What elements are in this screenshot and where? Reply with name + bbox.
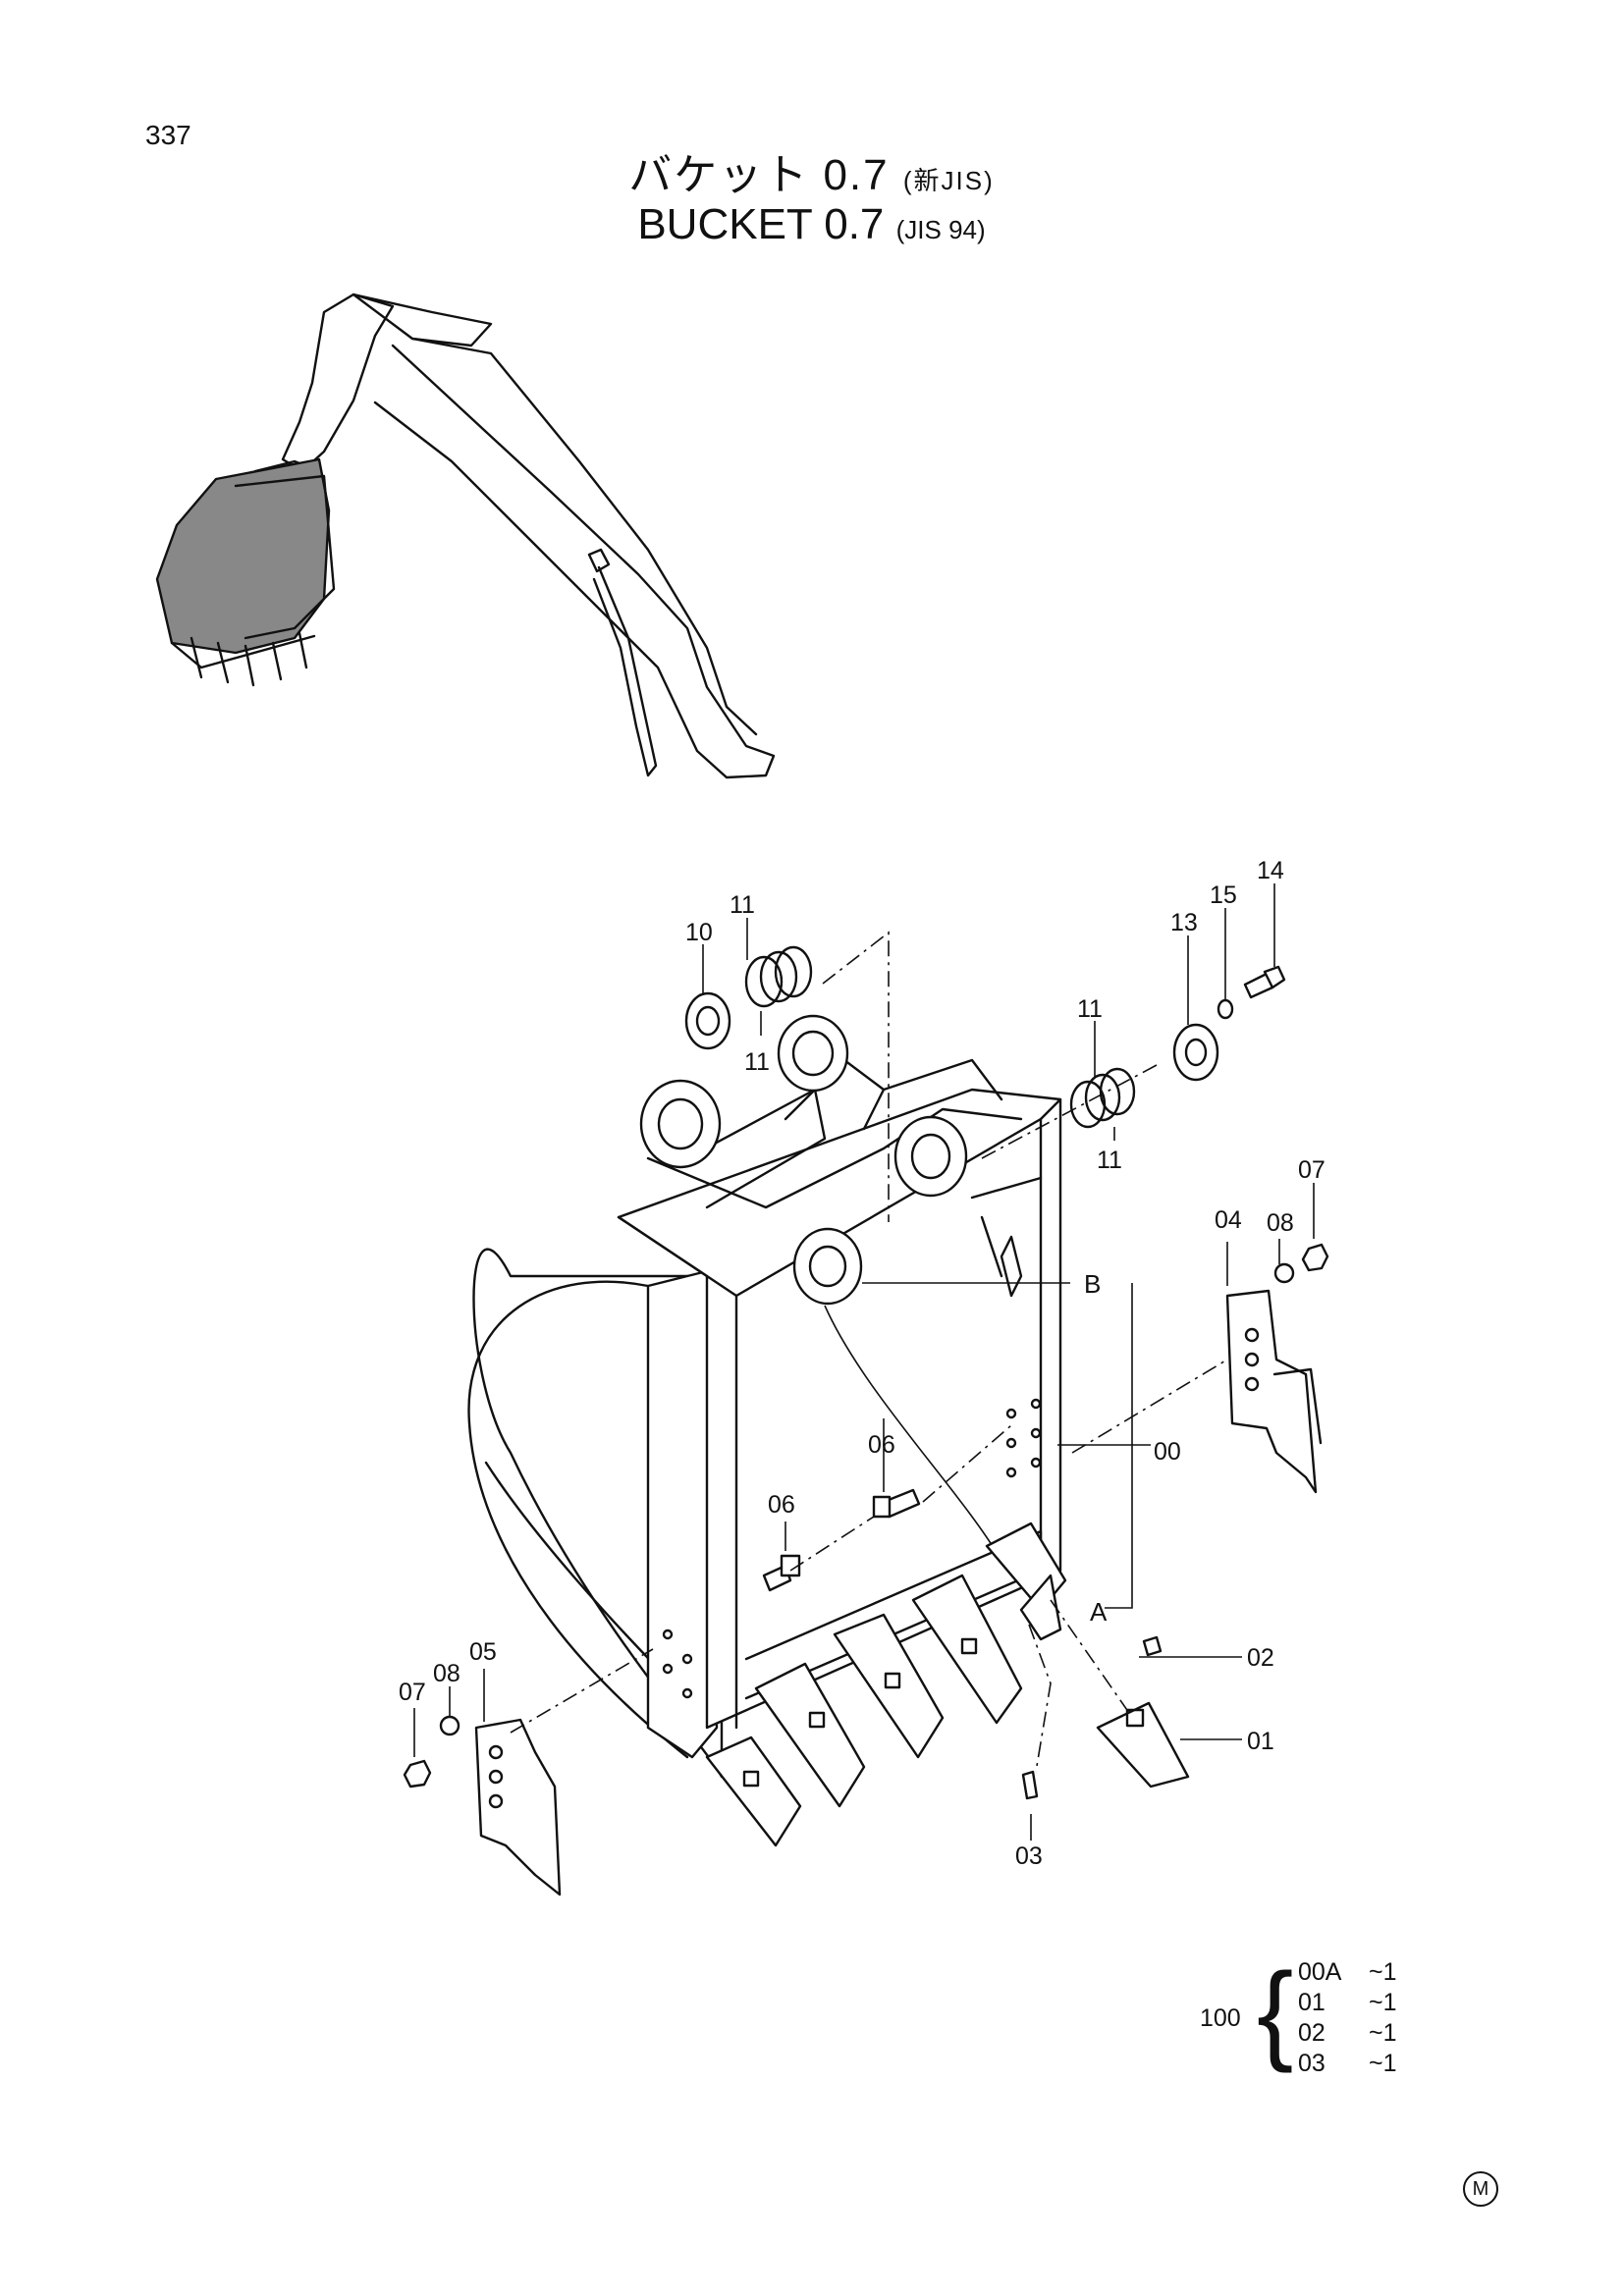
center-lines [510, 931, 1228, 1773]
title-japanese: バケット 0.7 (新JIS) [0, 139, 1623, 202]
kit-row-qty: ~1 [1369, 1958, 1397, 1986]
kit-rows: 00A ~1 01 ~1 02 ~1 03 ~1 [1298, 1957, 1397, 2079]
label-15: 15 [1210, 881, 1237, 909]
kit-row: 03 ~1 [1298, 2049, 1397, 2079]
page-number: 337 [145, 120, 191, 150]
label-03: 03 [1015, 1842, 1043, 1870]
label-02: 02 [1247, 1644, 1274, 1672]
label-08-left: 08 [433, 1660, 460, 1687]
bucket-bosses [639, 1014, 968, 1306]
title-ja-text: バケット 0.7 [628, 151, 890, 199]
tooth-01-detached [1019, 1574, 1190, 1789]
label-05: 05 [469, 1638, 497, 1666]
side-holes [662, 1398, 1042, 1699]
hardware-13-14-15 [1172, 965, 1286, 1082]
label-01: 01 [1247, 1728, 1274, 1755]
label-11-right-bottom: 11 [1097, 1147, 1122, 1174]
label-B: B [1084, 1269, 1101, 1299]
label-A: A [1090, 1597, 1108, 1627]
label-00: 00 [1154, 1438, 1181, 1466]
label-13: 13 [1170, 909, 1198, 936]
kit-row: 02 ~1 [1298, 2018, 1397, 2049]
title-english: BUCKET 0.7 (JIS 94) [0, 200, 1623, 249]
kit-number: 100 [1200, 2004, 1241, 2032]
label-07-right: 07 [1298, 1156, 1325, 1184]
kit-row: 01 ~1 [1298, 1988, 1397, 2018]
side-cutter-04 [1225, 1289, 1323, 1494]
leader-lines [413, 883, 1315, 1841]
label-10: 10 [685, 919, 713, 946]
label-11-right-top: 11 [1077, 995, 1103, 1023]
kit-row-code: 00A [1298, 1958, 1342, 1986]
title-en-text: BUCKET 0.7 [637, 200, 885, 248]
hardware-06-07-08 [403, 1243, 1329, 1800]
side-cutter-05 [474, 1718, 562, 1896]
hardware-10-11 [684, 945, 1136, 1129]
label-04: 04 [1215, 1206, 1242, 1234]
kit-row-qty: ~1 [1369, 2019, 1397, 2047]
label-08-right: 08 [1267, 1209, 1294, 1237]
bucket-body [467, 1058, 1062, 1779]
circled-m-mark: M [1463, 2171, 1498, 2207]
label-14: 14 [1257, 857, 1284, 884]
kit-row-code: 02 [1298, 2019, 1325, 2047]
label-06-lower: 06 [768, 1491, 795, 1519]
kit-row-qty: ~1 [1369, 1989, 1397, 2016]
excavator-overview [155, 293, 776, 779]
title-en-note: (JIS 94) [895, 215, 986, 244]
kit-brace: { [1257, 1950, 1294, 2073]
label-11-top: 11 [730, 891, 755, 919]
kit-row: 00A ~1 [1298, 1957, 1397, 1988]
kit-row-code: 01 [1298, 1989, 1325, 2016]
kit-row-code: 03 [1298, 2050, 1325, 2077]
title-ja-note: (新JIS) [902, 166, 995, 195]
label-07-left: 07 [399, 1679, 426, 1706]
label-06-upper: 06 [868, 1431, 895, 1459]
kit-row-qty: ~1 [1369, 2050, 1397, 2077]
label-11-mid: 11 [744, 1048, 770, 1076]
